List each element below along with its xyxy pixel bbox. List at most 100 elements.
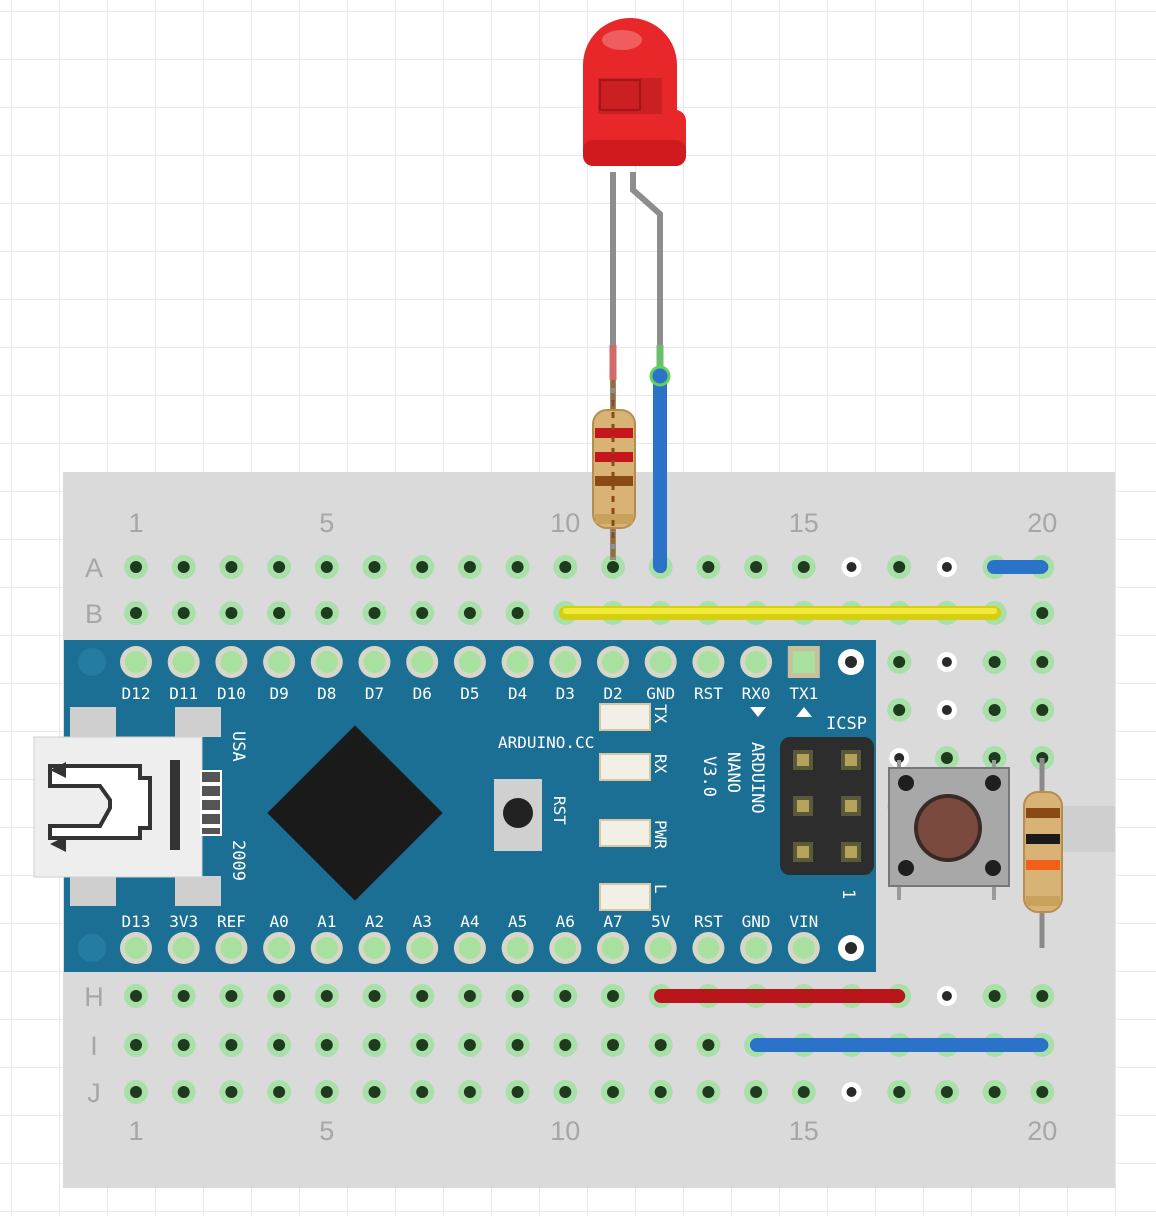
brand-label: ARDUINO.CC — [498, 733, 594, 752]
nano-pin-label: A5 — [508, 912, 527, 931]
nano-pin-label: A3 — [413, 912, 432, 931]
hole-center — [941, 705, 952, 715]
hole-center — [846, 1087, 857, 1097]
row-label: H — [84, 982, 104, 1012]
hole-center — [559, 990, 572, 1002]
nano-pin-label: D6 — [413, 684, 432, 703]
nano-pin-inner — [649, 937, 672, 959]
hole-center — [1036, 607, 1049, 619]
hole-center — [894, 753, 905, 763]
resistor-band — [595, 476, 633, 486]
column-label: 10 — [550, 1116, 580, 1146]
hole-center — [940, 1086, 953, 1098]
model-line-2: NANO — [723, 752, 743, 793]
hole-center — [988, 704, 1001, 716]
hole-center — [273, 990, 286, 1002]
pushbutton[interactable] — [888, 760, 1010, 900]
hole-center — [702, 1086, 715, 1098]
hole-center — [1036, 990, 1049, 1002]
nano-pin-inner — [458, 937, 481, 959]
icsp-header[interactable] — [780, 737, 874, 875]
nano-pin-inner — [220, 651, 243, 673]
nano-pin-inner — [602, 651, 624, 673]
nano-pin-label: TX1 — [789, 684, 818, 703]
hole-center — [511, 1039, 524, 1051]
icsp-pin-inner — [797, 800, 809, 812]
resistor-led[interactable] — [592, 380, 636, 560]
hole-center — [941, 991, 952, 1001]
resistor-band — [595, 452, 633, 462]
nano-pin-inner — [745, 937, 768, 959]
hole-center — [320, 607, 333, 619]
hole-center — [559, 561, 572, 573]
nano-pin-inner — [602, 937, 624, 959]
hole-center — [893, 1086, 906, 1098]
breadboard-side-strip — [1060, 806, 1115, 852]
hole-center — [130, 1086, 142, 1098]
nano-pin-inner — [220, 937, 243, 959]
hole-center — [463, 607, 476, 619]
hole-center — [607, 561, 619, 573]
hole-center — [750, 1086, 763, 1098]
hole-center — [607, 1086, 619, 1098]
microcontroller-chip — [267, 725, 443, 901]
hole-center — [988, 990, 1001, 1002]
resistor-band — [1026, 860, 1060, 870]
hole-center — [273, 1039, 286, 1051]
hole-center — [225, 561, 238, 573]
nano-pin-label: 5V — [651, 912, 671, 931]
nano-bottom-pins — [120, 932, 820, 964]
hole-center — [893, 656, 906, 668]
hole-center — [1036, 656, 1049, 668]
nano-pin-label: D13 — [122, 912, 151, 931]
hole-center — [607, 990, 619, 1002]
led[interactable] — [582, 18, 687, 560]
resistor-band — [1026, 834, 1060, 844]
nano-pin-inner — [458, 651, 481, 673]
row-label: A — [85, 553, 103, 583]
rx-arrow-icon — [750, 707, 766, 717]
hole-center — [225, 990, 238, 1002]
hole-center — [130, 561, 142, 573]
usb-connector[interactable] — [33, 736, 222, 878]
nano-pin-inner — [172, 937, 195, 959]
hole-center — [177, 1039, 190, 1051]
hole-center — [702, 561, 715, 573]
year-label: 2009 — [228, 840, 248, 881]
nano-pin-label: D3 — [556, 684, 575, 703]
hole-center — [416, 1039, 429, 1051]
resistor-right[interactable] — [1023, 758, 1063, 948]
hole-center — [846, 562, 857, 572]
hole-center — [893, 704, 906, 716]
mounting-hole — [78, 934, 106, 962]
hole-center — [511, 990, 524, 1002]
column-label: 15 — [789, 508, 819, 538]
nano-pin-inner — [411, 937, 434, 959]
icsp-pin-inner — [797, 846, 809, 858]
rst-label: RST — [550, 796, 569, 825]
wire-end — [649, 365, 671, 387]
hole-center — [654, 1039, 667, 1051]
hole-center — [463, 1039, 476, 1051]
hole-center — [893, 561, 906, 573]
hole-center — [940, 752, 953, 764]
hole-center — [368, 561, 381, 573]
column-label: 20 — [1027, 508, 1057, 538]
hole-center — [225, 1039, 238, 1051]
nano-pin-label: A0 — [269, 912, 288, 931]
rst-button[interactable] — [494, 779, 542, 851]
nano-pin-inner — [554, 651, 577, 673]
nano-pin-inner — [745, 651, 768, 673]
nano-pin-label: D11 — [169, 684, 198, 703]
hole-center — [463, 990, 476, 1002]
column-label: 1 — [128, 1116, 143, 1146]
nano-pin-inner — [554, 937, 577, 959]
hole-center — [559, 1039, 572, 1051]
hole-center — [177, 607, 190, 619]
nano-led — [599, 753, 651, 781]
nano-pin-inner — [125, 937, 147, 959]
nano-pin-label: D12 — [122, 684, 151, 703]
